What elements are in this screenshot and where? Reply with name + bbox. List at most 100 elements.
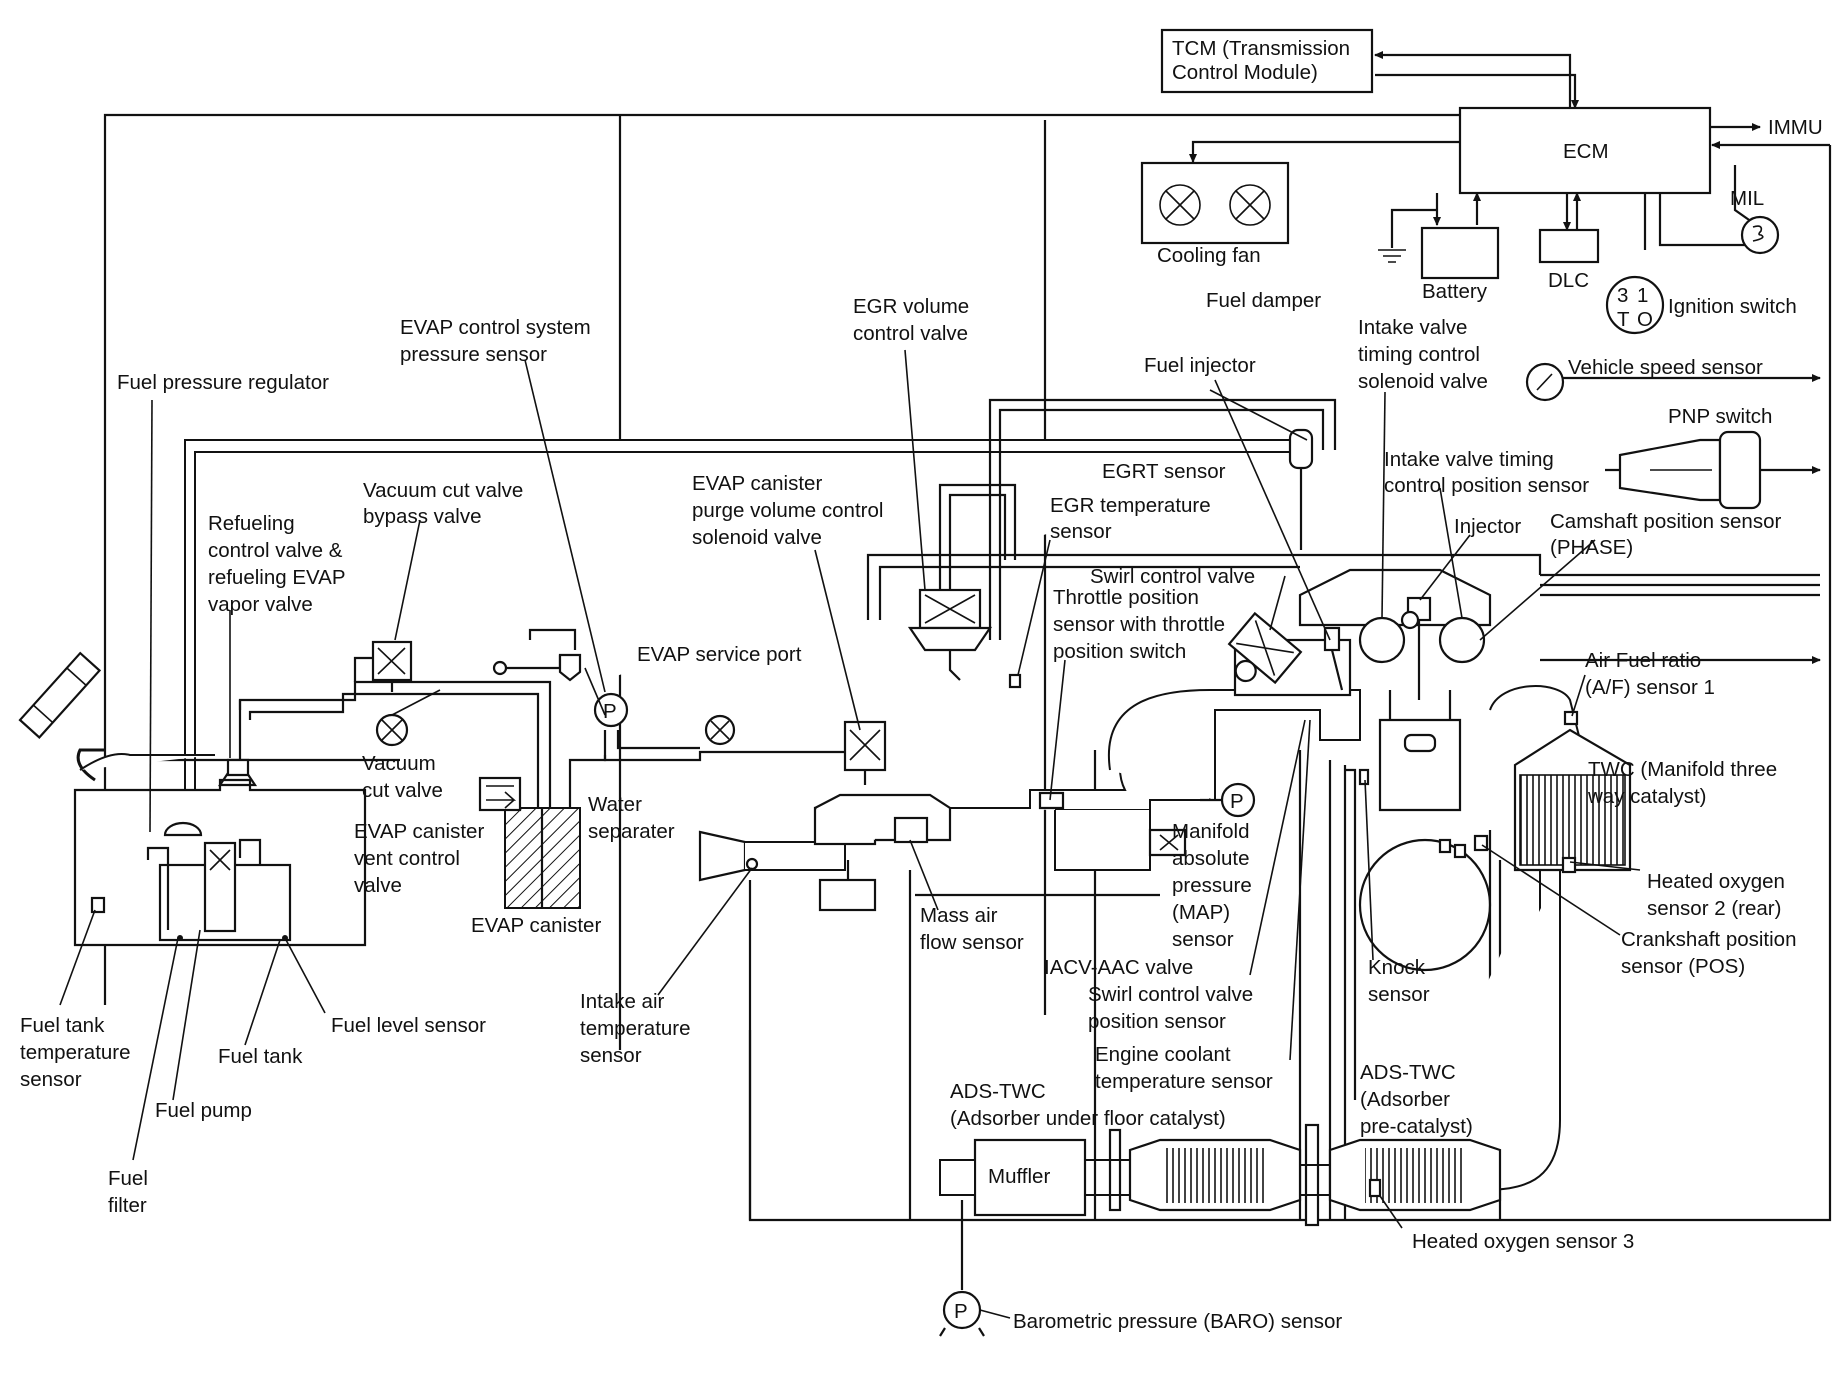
evap-service-port bbox=[704, 714, 736, 746]
throttle-sensor-box bbox=[1038, 791, 1065, 810]
dlc: DLC bbox=[1538, 228, 1600, 292]
leader-throttle-position bbox=[1049, 659, 1066, 801]
fuel-filter bbox=[163, 821, 203, 837]
wiring bbox=[103, 51, 1832, 1290]
map-sensor: P bbox=[1200, 782, 1256, 818]
leader-fuel-tank-temp bbox=[59, 909, 96, 1006]
ads-floor-label-1: ADS-TWC bbox=[950, 1080, 1046, 1103]
swirl-position-label-1: Swirl control valve bbox=[1088, 983, 1253, 1006]
fuel-pressure-regulator-label: Fuel pressure regulator bbox=[117, 371, 329, 394]
o2-3-label: Heated oxygen sensor 3 bbox=[1412, 1230, 1634, 1253]
fuel-pump-label: Fuel pump bbox=[155, 1099, 252, 1122]
baro-sensor: P bbox=[939, 1290, 985, 1337]
crankcase bbox=[1358, 838, 1492, 972]
evap-pressure-sensor: P bbox=[593, 692, 629, 728]
fuel-tank-label: Fuel tank bbox=[218, 1045, 303, 1068]
intake-air-temp-label-3: sensor bbox=[580, 1044, 642, 1067]
evap-canister-label: EVAP canister bbox=[471, 914, 601, 937]
refueling-label-3: refueling EVAP bbox=[208, 566, 346, 589]
crank-sensor-tooth-1 bbox=[1438, 838, 1452, 854]
pnp-switch-label: PNP switch bbox=[1668, 405, 1772, 428]
fuel-injector bbox=[1323, 626, 1344, 691]
leader-maf bbox=[909, 839, 939, 911]
maf-label-2: flow sensor bbox=[920, 931, 1024, 954]
engine-coolant-label-1: Engine coolant bbox=[1095, 1043, 1231, 1066]
leader-ivtc-position bbox=[1439, 487, 1463, 619]
evap-pressure-p: P bbox=[603, 700, 617, 723]
camshaft-label-2: (PHASE) bbox=[1550, 536, 1633, 559]
refueling-label-2: control valve & bbox=[208, 539, 343, 562]
throttle-position-label-2: sensor with throttle bbox=[1053, 613, 1225, 636]
evap-line-8 bbox=[616, 730, 700, 750]
water-separator bbox=[492, 653, 582, 682]
cooling-fan-label: Cooling fan bbox=[1157, 244, 1261, 267]
evap-purge-label-3: solenoid valve bbox=[692, 526, 822, 549]
tcm-box: TCM (Transmission Control Module) bbox=[1160, 28, 1374, 94]
evap-purge-valve bbox=[843, 720, 887, 785]
leader-engine-coolant bbox=[1289, 719, 1311, 1061]
wire-cam bbox=[1540, 573, 1820, 597]
ignition-switch: 3 1 T O Ignition switch bbox=[1605, 275, 1797, 335]
evap-purge-label-1: EVAP canister bbox=[692, 472, 822, 495]
vacuum-cut-label-2: cut valve bbox=[362, 779, 443, 802]
egr-line-d bbox=[948, 493, 1007, 590]
egrt-sensor-label: EGRT sensor bbox=[1102, 460, 1226, 483]
mil-label: MIL bbox=[1730, 187, 1764, 210]
ground-symbol bbox=[1378, 249, 1406, 263]
leader-af bbox=[1571, 674, 1586, 717]
evap-top-line-b bbox=[878, 565, 1300, 620]
swirl-position-label-2: position sensor bbox=[1088, 1010, 1226, 1033]
muffler-box bbox=[973, 1138, 1087, 1217]
evap-vent-label-1: EVAP canister bbox=[354, 820, 484, 843]
text-labels: Fuel damper Intake valve timing control … bbox=[20, 289, 1796, 1333]
leader-vacuum-cut bbox=[391, 689, 441, 716]
leader-ivtc-solenoid bbox=[1381, 391, 1386, 619]
fuel-filter-pipe bbox=[146, 846, 170, 930]
fuel-damper-label: Fuel damper bbox=[1206, 289, 1321, 312]
ignition-digit-1: 3 bbox=[1617, 284, 1628, 307]
wire-ecm-tcm bbox=[1374, 51, 1572, 108]
ivtc-position-label-2: control position sensor bbox=[1384, 474, 1589, 497]
refueling-label-4: vapor valve bbox=[208, 593, 313, 616]
pnp-switch: PNP switch bbox=[1618, 405, 1772, 510]
vehicle-speed-sensor: Vehicle speed sensor bbox=[1525, 356, 1763, 402]
o2-rear-label-2: sensor 2 (rear) bbox=[1647, 897, 1781, 920]
air-duct bbox=[745, 841, 846, 871]
evap-line-3 bbox=[353, 656, 375, 682]
evap-purge-label-2: purge volume control bbox=[692, 499, 883, 522]
egr-loop-line-a bbox=[988, 398, 1337, 640]
air-inlet-funnel bbox=[698, 830, 747, 882]
leader-injector bbox=[1419, 534, 1471, 601]
swirl-control-valve bbox=[1227, 611, 1303, 685]
crankshaft-label-2: sensor (POS) bbox=[1621, 955, 1745, 978]
dlc-label: DLC bbox=[1548, 269, 1589, 292]
vacuum-cut-valve bbox=[375, 713, 409, 747]
leader-intake-air-temp bbox=[657, 867, 753, 996]
fuel-feed-line-inner bbox=[194, 451, 1295, 815]
evap-pressure-label-2: pressure sensor bbox=[400, 343, 547, 366]
wire-tcm-ecm bbox=[1375, 73, 1579, 109]
vehicle-speed-sensor-label: Vehicle speed sensor bbox=[1568, 356, 1763, 379]
water-separator-label-1: Water bbox=[588, 793, 642, 816]
filler-neck bbox=[76, 748, 105, 782]
leader-camshaft bbox=[1479, 539, 1596, 641]
maf-label-1: Mass air bbox=[920, 904, 998, 927]
resonator bbox=[818, 878, 877, 912]
fuel-injector-label: Fuel injector bbox=[1144, 354, 1256, 377]
muffler-label: Muffler bbox=[988, 1165, 1050, 1188]
af-label-1: Air Fuel ratio bbox=[1585, 649, 1701, 672]
vacuum-cut-label-1: Vacuum bbox=[362, 752, 436, 775]
leader-lines bbox=[59, 349, 1641, 1319]
leader-egr-temp bbox=[1017, 539, 1051, 676]
ivtc-solenoid-label-2: timing control bbox=[1358, 343, 1480, 366]
engine-coolant-label-2: temperature sensor bbox=[1095, 1070, 1273, 1093]
leader-fuel-tank bbox=[244, 939, 281, 1046]
engine-block-left bbox=[1345, 768, 1357, 1100]
water-separator-label-2: separater bbox=[588, 820, 675, 843]
leader-o2-3 bbox=[1379, 1195, 1403, 1229]
wire-ground bbox=[1390, 208, 1437, 248]
intake-manifold bbox=[1107, 689, 1361, 800]
ads-pre-label-2: (Adsorber bbox=[1360, 1088, 1450, 1111]
refueling-label-1: Refueling bbox=[208, 512, 295, 535]
